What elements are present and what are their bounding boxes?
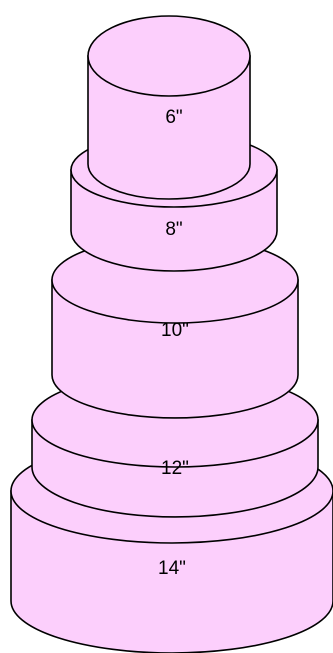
tier-10-inch-label: 10" — [161, 320, 189, 341]
tier-12-inch-label: 12" — [161, 458, 189, 479]
tier-8-inch-label: 8" — [165, 219, 182, 240]
tier-6-inch-top — [88, 16, 250, 96]
tier-6-inch: 6" — [88, 16, 250, 199]
tier-6-inch-label: 6" — [165, 107, 182, 128]
tier-14-inch-label: 14" — [158, 558, 186, 579]
